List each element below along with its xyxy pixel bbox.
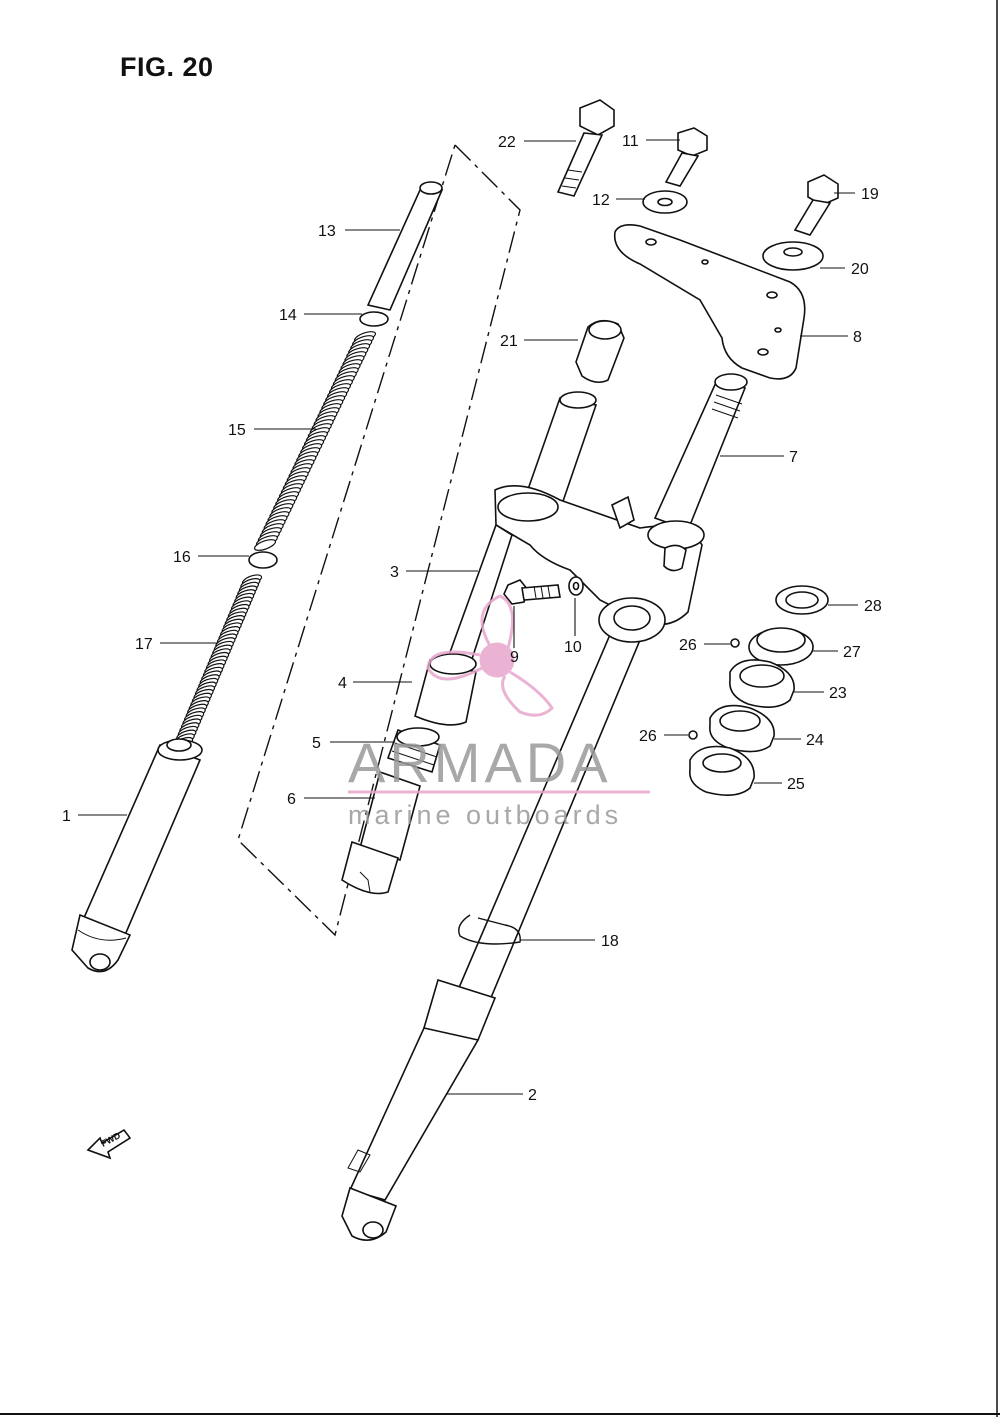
figure-title: FIG. 20 bbox=[120, 52, 214, 82]
part-19-bolt bbox=[793, 174, 839, 236]
callout-23: 23 bbox=[829, 685, 847, 702]
callout-12: 12 bbox=[592, 192, 610, 209]
watermark-tagline: marine outboards bbox=[348, 800, 622, 830]
callout-26-lower: 26 bbox=[639, 728, 657, 745]
callout-leaders bbox=[78, 139, 858, 1095]
callout-22: 22 bbox=[498, 134, 516, 151]
callout-6: 6 bbox=[287, 791, 296, 808]
part-4-oil-seal bbox=[414, 653, 477, 726]
callout-15: 15 bbox=[228, 422, 246, 439]
callout-labels: 1 2 3 4 5 6 7 8 9 10 11 12 13 14 15 16 1… bbox=[62, 133, 882, 1104]
part-5-ring bbox=[386, 727, 441, 774]
callout-27: 27 bbox=[843, 644, 861, 661]
part-17-fork-spring bbox=[169, 574, 263, 756]
callout-25: 25 bbox=[787, 776, 805, 793]
part-6-slider bbox=[341, 770, 421, 895]
callout-14: 14 bbox=[279, 307, 297, 324]
callout-19: 19 bbox=[861, 186, 879, 203]
callout-26-upper: 26 bbox=[679, 637, 697, 654]
fwd-arrow-icon: FWD bbox=[86, 1128, 132, 1160]
part-22-bolt bbox=[556, 99, 615, 197]
callout-24: 24 bbox=[806, 732, 824, 749]
part-16-spacer bbox=[248, 551, 278, 569]
callout-3: 3 bbox=[390, 564, 399, 581]
part-26-ball-lower bbox=[688, 730, 698, 740]
callout-5: 5 bbox=[312, 735, 321, 752]
part-2-right-fork-tube bbox=[341, 597, 666, 1241]
part-27-steering-nut bbox=[748, 627, 814, 666]
callout-18: 18 bbox=[601, 933, 619, 950]
callout-2: 2 bbox=[528, 1087, 537, 1104]
callout-17: 17 bbox=[135, 636, 153, 653]
part-9-bolt bbox=[503, 579, 561, 605]
part-1-left-fork-tube bbox=[71, 738, 203, 973]
callout-11: 11 bbox=[622, 133, 639, 150]
callout-21: 21 bbox=[500, 333, 518, 350]
part-10-washer bbox=[568, 576, 584, 596]
part-3-lower-bracket bbox=[438, 391, 705, 692]
assembly-frame bbox=[237, 144, 521, 937]
part-7-right-stem bbox=[653, 373, 748, 532]
callout-20: 20 bbox=[851, 261, 869, 278]
part-23-bearing-race bbox=[729, 659, 795, 708]
callout-28: 28 bbox=[864, 598, 882, 615]
callout-9: 9 bbox=[510, 649, 519, 666]
part-24-bearing-race bbox=[709, 704, 775, 753]
part-13-damper-rod bbox=[366, 181, 444, 311]
watermark-propeller-icon bbox=[426, 594, 554, 717]
watermark-brand: ARMADA bbox=[348, 731, 612, 794]
part-21-cap bbox=[575, 319, 625, 384]
callout-10: 10 bbox=[564, 639, 582, 656]
part-28-dust-seal bbox=[775, 585, 829, 615]
part-11-bolt bbox=[664, 127, 708, 187]
part-14-washer bbox=[359, 311, 389, 327]
part-8-upper-bracket bbox=[613, 224, 806, 380]
part-18-clip bbox=[458, 914, 521, 945]
callout-8: 8 bbox=[853, 329, 862, 346]
callout-16: 16 bbox=[173, 549, 191, 566]
part-25-seal bbox=[689, 745, 755, 796]
callout-13: 13 bbox=[318, 223, 336, 240]
callout-7: 7 bbox=[789, 449, 798, 466]
callout-4: 4 bbox=[338, 675, 347, 692]
part-26-ball-upper bbox=[730, 638, 740, 648]
part-20-washer bbox=[762, 241, 824, 271]
spring-coil bbox=[253, 539, 277, 551]
callout-1: 1 bbox=[62, 808, 71, 825]
part-15-fork-spring bbox=[253, 331, 377, 551]
part-12-washer bbox=[642, 190, 688, 214]
